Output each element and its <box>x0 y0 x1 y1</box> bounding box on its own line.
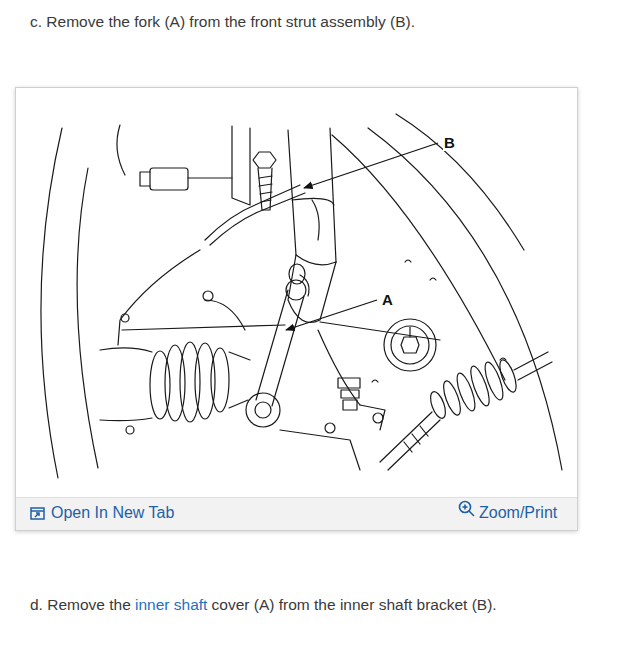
figure-panel <box>16 88 578 531</box>
zoom-icon <box>460 502 475 517</box>
leader-line <box>286 300 377 330</box>
new-tab-icon <box>31 508 44 519</box>
tool-link: Open In New Tab <box>51 504 174 522</box>
step-text: c. Remove the fork (A) from the front st… <box>30 13 415 31</box>
tool-link: Zoom/Print <box>479 504 557 522</box>
callout-letter: A <box>381 291 394 308</box>
panel-footer <box>16 497 577 530</box>
step-text: d. Remove the <box>30 596 131 614</box>
step-line: d. Remove theinner shaft cover (A) from t… <box>30 596 501 614</box>
step-text: cover (A) from the inner shaft bracket (… <box>212 596 497 614</box>
callout-letter: B <box>443 134 456 151</box>
suspension-drawing <box>41 114 562 478</box>
leader-line <box>304 143 438 188</box>
link-text: inner shaft <box>135 596 207 614</box>
